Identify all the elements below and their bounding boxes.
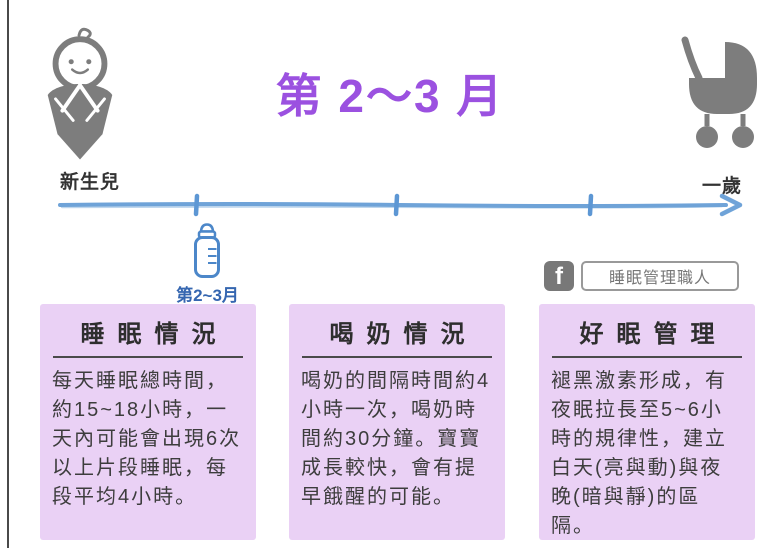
- timeline-milestone-label: 第2~3月: [176, 286, 239, 305]
- card-divider: [552, 356, 742, 358]
- card-sleep-situation: 睡眠情況 每天睡眠總時間，約15~18小時，一天內可能會出現6次以上片段睡眠，每…: [40, 304, 256, 540]
- card-body-text: 每天睡眠總時間，約15~18小時，一天內可能會出現6次以上片段睡眠，每段平均4小…: [52, 370, 242, 508]
- left-border-line: [7, 0, 9, 548]
- card-sleep-management: 好眠管理 褪黑激素形成，有夜眠拉長至5~6小時的規律性，建立白天(亮與動)與夜晚…: [539, 304, 755, 540]
- timeline-arrow: [50, 192, 750, 229]
- facebook-page-name: 睡眠管理職人: [581, 261, 739, 291]
- page-title: 第 2～3 月: [275, 70, 505, 122]
- card-body-text: 褪黑激素形成，有夜眠拉長至5~6小時的規律性，建立白天(亮與動)與夜晚(暗與靜)…: [551, 370, 727, 537]
- card-header: 睡眠情況: [80, 321, 229, 348]
- card-header: 喝奶情況: [329, 321, 478, 348]
- card-feeding-situation: 喝奶情況 喝奶的間隔時間約4小時一次，喝奶時間約30分鐘。寶寶成長較快，會有提早…: [289, 304, 505, 540]
- card-header: 好眠管理: [579, 321, 728, 348]
- timeline-end-label: 一歲: [701, 176, 742, 197]
- timeline-start-label: 新生兒: [60, 172, 121, 193]
- card-divider: [53, 356, 243, 358]
- card-divider: [302, 356, 492, 358]
- card-body-text: 喝奶的間隔時間約4小時一次，喝奶時間約30分鐘。寶寶成長較快，會有提早餓醒的可能…: [301, 370, 491, 508]
- baby-bottle-icon: [187, 222, 227, 285]
- facebook-icon: f: [544, 261, 574, 291]
- facebook-badge[interactable]: f 睡眠管理職人: [544, 261, 739, 291]
- swaddled-baby-icon: [36, 24, 124, 169]
- stroller-icon: [681, 34, 761, 157]
